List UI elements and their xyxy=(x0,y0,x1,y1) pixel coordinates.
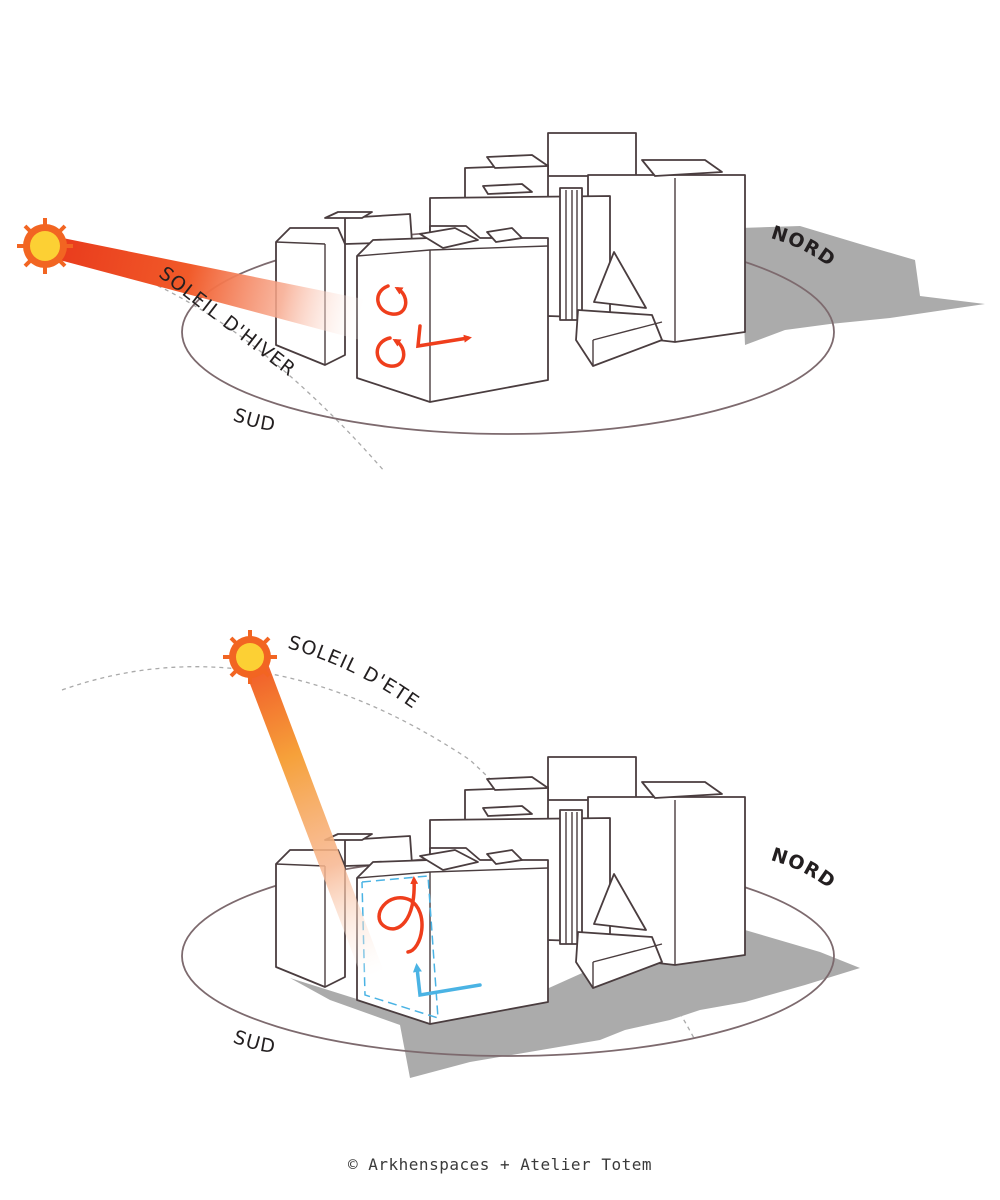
summer-sun-icon xyxy=(223,630,277,684)
summer-airflow-arrows xyxy=(377,876,482,998)
summer-sun-beam xyxy=(244,664,384,978)
summer-sun-label: SOLEIL D'ETE xyxy=(286,632,424,714)
winter-sun-icon xyxy=(17,218,73,274)
summer-south-label: SUD xyxy=(231,1026,278,1058)
copyright-credit: © Arkhenspaces + Atelier Totem xyxy=(348,1155,652,1174)
summer-building-block xyxy=(275,756,746,1025)
winter-south-label: SUD xyxy=(231,404,278,436)
summer-diagram: SOLEIL D'ETE NORD SUD xyxy=(61,630,860,1078)
winter-shadow xyxy=(740,226,985,345)
winter-sun-beam xyxy=(38,233,368,340)
summer-north-label: NORD xyxy=(769,844,840,894)
winter-building-block xyxy=(275,132,746,403)
winter-diagram: SOLEIL D'HIVER NORD SUD xyxy=(17,132,985,473)
winter-airflow-arrows xyxy=(375,284,472,368)
